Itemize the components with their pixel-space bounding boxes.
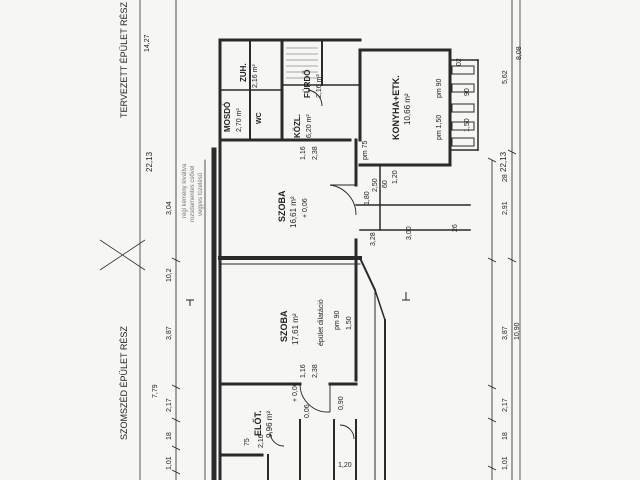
room-name-zuh: ZUH.: [239, 63, 248, 82]
dim-right-g: 1,01: [502, 456, 509, 470]
dim-door-h: 3,28: [370, 232, 377, 246]
door-swings: [269, 89, 357, 447]
stair-hatch: [286, 47, 318, 79]
room-area-konyha: 10,66 m²: [403, 93, 412, 125]
dim-door-a: 1,16: [300, 146, 307, 160]
room-name-kozl: KÖZL.: [293, 114, 302, 138]
dim-door-f: 60: [382, 180, 389, 188]
room-name-eloter: ELŐT.: [253, 410, 263, 436]
level-lower: + 0,06: [292, 382, 299, 402]
dim-left-c: 7,79: [152, 384, 159, 398]
dim-door-o: 2,16: [258, 434, 265, 448]
dim-door-k: 1,50: [346, 316, 353, 330]
left-dimension-line: [171, 0, 181, 480]
dim-door-l: pm 90: [334, 310, 341, 330]
dim-right-f: 2,17: [502, 398, 509, 412]
room-name-konyha: KONYHA+ETK.: [391, 75, 401, 140]
dim-door-b: 2,38: [312, 146, 319, 160]
room-name-szoba-lower: SZOBA: [279, 310, 289, 343]
dim-win-a: 02: [456, 58, 463, 66]
dim-right-c: 2,91: [502, 201, 509, 215]
right-dimension-lines: [487, 0, 517, 480]
note-chimney-3: vegyes tüzelésű: [198, 172, 204, 216]
dim-right-e: 10,90: [514, 322, 521, 340]
dim-left-d: 2,17: [166, 398, 173, 412]
dim-right-h: 18: [502, 432, 509, 440]
room-name-szoba-upper: SZOBA: [277, 190, 287, 223]
dim-win-g: 26: [452, 224, 459, 232]
dim-door-i: 2,38: [312, 364, 319, 378]
room-area-szoba-lower: 17,61 m²: [291, 313, 300, 345]
dim-door-p: 1,20: [338, 462, 352, 469]
room-name-wc: WC: [256, 112, 263, 124]
room-name-mosdo: MOSDÓ: [223, 101, 232, 132]
dim-right-a: 8,08: [516, 46, 523, 60]
dim-win-f: 0,06: [304, 404, 311, 418]
dim-left-a: 3,04: [166, 201, 173, 215]
dim-win-c: 1,50: [464, 118, 471, 132]
dim-door-c: 1,80: [364, 191, 371, 205]
room-area-kozl: 6,20 m²: [306, 114, 313, 138]
kitchen-windows: [451, 65, 475, 147]
sheet-frame: [99, 0, 521, 480]
dim-right-b: 5,62: [502, 70, 509, 84]
dim-right-i: 28: [502, 174, 509, 182]
note-chimney-2: rozsdamentes csővel: [190, 165, 196, 222]
dim-win-d: pm 1,50: [436, 114, 443, 140]
dim-door-m: 0,90: [338, 396, 345, 410]
planned-part-label: TERVEZETT ÉPÜLET RÉSZ: [119, 1, 129, 118]
level-szoba-upper: + 0,06: [302, 198, 309, 218]
dim-left-e: 1,01: [166, 456, 173, 470]
building-walls: [204, 38, 479, 480]
dim-right-total: 22,13: [499, 151, 508, 172]
room-area-zuh: 2,16 m²: [252, 64, 259, 88]
note-chimney-1: régi kémény kiváltva: [182, 163, 188, 218]
room-area-eloter: 9,96 m²: [265, 410, 274, 438]
dim-left-f: 18: [166, 432, 173, 440]
dim-door-e: 1,20: [392, 170, 399, 184]
dim-right-d: 3,87: [502, 326, 509, 340]
dim-left-total: 22,13: [145, 151, 154, 172]
dim-door-q: pm 75: [362, 140, 369, 160]
dim-door-d: 2,50: [372, 178, 379, 192]
dim-door-n: 75: [244, 438, 251, 446]
dim-door-g: 3,00: [406, 226, 413, 240]
section-arrows: [186, 292, 410, 306]
dim-win-e: pm 90: [436, 78, 443, 98]
dim-left-g: 10,2: [166, 268, 173, 282]
neighbor-part-label: SZOMSZÉD ÉPÜLET RÉSZ: [119, 326, 129, 440]
room-area-szoba-upper: 16,61 m²: [289, 196, 298, 228]
dim-left-b: 3,87: [166, 326, 173, 340]
dim-top-a: 14,27: [144, 34, 151, 52]
dim-win-b: 90: [464, 88, 471, 96]
note-wall-opening: épület dilatáció: [318, 299, 325, 346]
dim-door-j: 1,16: [300, 364, 307, 378]
room-name-furdo: FÜRDŐ: [303, 69, 312, 98]
room-area-mosdo: 2,70 m²: [236, 108, 243, 132]
room-area-furdo: 2,16 m²: [316, 74, 323, 98]
